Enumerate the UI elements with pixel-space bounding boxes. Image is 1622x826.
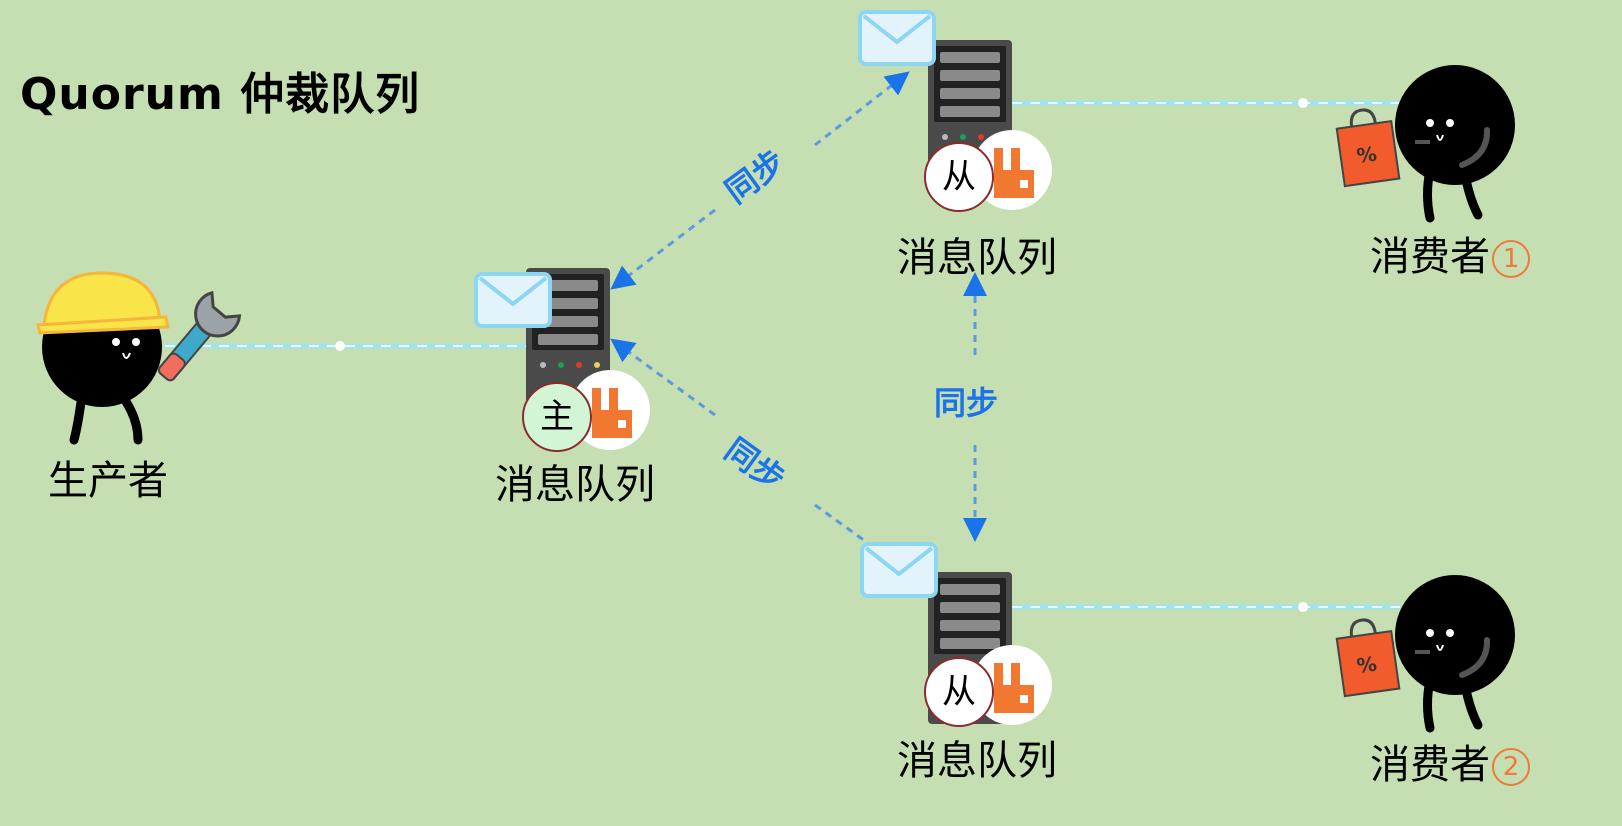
producer-label: 生产者 — [48, 458, 168, 504]
consumer2-link — [1012, 602, 1400, 612]
producer-link — [165, 341, 528, 351]
svg-text:%: % — [1355, 142, 1378, 169]
consumer-1-number: 1 — [1492, 240, 1530, 278]
producer-figure — [30, 265, 250, 455]
svg-text:%: % — [1355, 652, 1378, 679]
queue-role-badge: 从 — [924, 657, 994, 727]
queue-role-badge: 主 — [522, 382, 592, 452]
consumer-2-figure: % — [1330, 570, 1530, 739]
consumer1-link — [1012, 98, 1400, 108]
consumer-shopping-icon: % — [1335, 65, 1515, 223]
consumer-2-number: 2 — [1492, 748, 1530, 786]
queue-master-label: 消息队列 — [495, 462, 655, 508]
producer-worker-icon — [36, 271, 242, 445]
consumer-2-name: 消费者 — [1370, 742, 1490, 788]
diagram-title: Quorum 仲裁队列 — [20, 69, 421, 120]
message-envelope-icon — [474, 272, 552, 328]
queue-role-badge: 从 — [924, 142, 994, 212]
message-envelope-icon — [858, 10, 936, 66]
queue-slave-top-label: 消息队列 — [897, 235, 1057, 281]
sync-arrow-upper — [814, 71, 910, 147]
consumer-1-figure: % — [1330, 60, 1530, 229]
consumer-shopping-icon: % — [1335, 575, 1515, 733]
consumer-1-name: 消费者 — [1370, 234, 1490, 280]
message-envelope-icon — [860, 542, 938, 598]
queue-slave-bottom-label: 消息队列 — [897, 738, 1057, 784]
sync-label-middle: 同步 — [934, 384, 999, 422]
